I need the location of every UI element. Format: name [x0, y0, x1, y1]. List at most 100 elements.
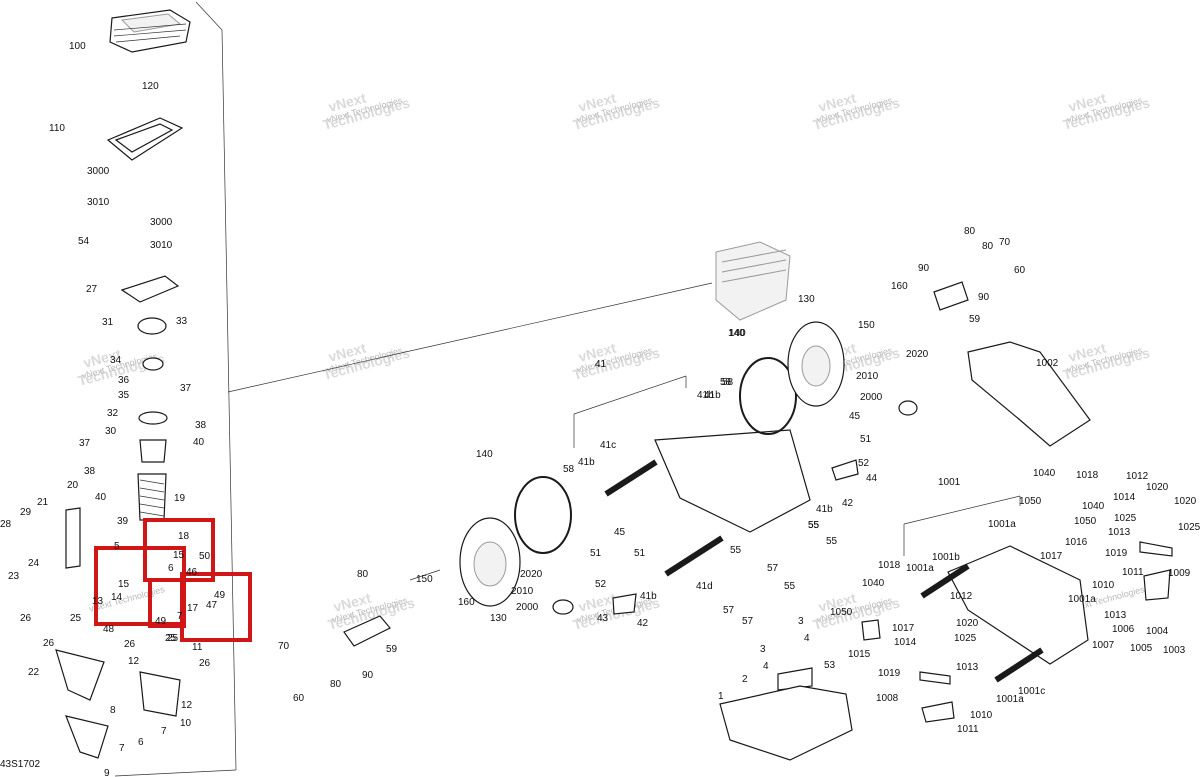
part-label: 38: [195, 420, 207, 431]
part-label: 3000: [87, 166, 110, 177]
watermark: vNext Technologies vNext Technologies: [811, 89, 902, 132]
part-label: 1014: [1113, 492, 1136, 503]
part-frame-plate: [654, 429, 811, 533]
part-label: 28: [0, 519, 12, 530]
part-label: 80: [357, 569, 369, 580]
part-label: 1010: [1092, 580, 1115, 591]
part-label: 1012: [950, 591, 973, 602]
watermark: vNext Technologies vNext Technologies: [811, 589, 902, 632]
part-label: 1018: [878, 560, 901, 571]
watermark: vNext Technologies vNext Technologies: [571, 89, 662, 132]
part-label: 160: [458, 597, 475, 608]
part-label: 100: [69, 41, 86, 52]
part-label: 1015: [848, 649, 871, 660]
part-label: 40: [193, 437, 205, 448]
watermark: vNext Technologies vNext Technologies: [321, 339, 412, 382]
part-label: 42: [637, 618, 649, 629]
part-label: 4: [804, 633, 810, 644]
part-label: 10: [180, 718, 192, 729]
part-label: 42: [842, 498, 854, 509]
right-parts: [739, 281, 1173, 723]
part-label: 80: [964, 226, 976, 237]
part-label: 49: [155, 616, 167, 627]
part-label: 140: [728, 328, 745, 339]
part-label: 35: [118, 390, 130, 401]
part-label: 55: [784, 581, 796, 592]
part-label: 25: [167, 633, 179, 644]
part-label: 41c: [600, 440, 616, 451]
part-label: 46: [186, 567, 198, 578]
watermark: vNext Technologies vNext Technologies: [571, 339, 662, 382]
part-mount: [343, 615, 391, 647]
part-label: 38: [84, 466, 96, 477]
part-label: 3: [798, 616, 804, 627]
part-label: 51: [634, 548, 646, 559]
part-label: 41b: [697, 390, 714, 401]
part-label: 140: [476, 449, 493, 460]
part-label: 70: [999, 237, 1011, 248]
part-label: 70: [278, 641, 290, 652]
part-label: 24: [28, 558, 40, 569]
part-label: 41b: [704, 390, 721, 401]
part-label: 12: [128, 656, 140, 667]
part-label: 37: [180, 383, 192, 394]
part-cap: [552, 599, 574, 615]
part-label: 26: [199, 658, 211, 669]
part-label: 1014: [894, 637, 917, 648]
part-label: 23: [8, 571, 20, 582]
part-large-ring: [514, 476, 572, 554]
part-label: 1010: [970, 710, 993, 721]
part-label: 1019: [878, 668, 901, 679]
part-label: 14: [111, 592, 123, 603]
part-label: 22: [28, 667, 40, 678]
part-label: 49: [214, 590, 226, 601]
part-tunnel-cover: [967, 341, 1091, 447]
part-labels: 100 120 110 3000 3010 3000 3010 54 27 31…: [0, 41, 1200, 777]
part-boot: [55, 649, 105, 701]
part-cap-right: [898, 400, 918, 416]
part-label: 110: [49, 123, 65, 134]
part-label: 1017: [1040, 551, 1063, 562]
part-label: 45: [614, 527, 626, 538]
part-label: 26: [124, 639, 136, 650]
part-rear-frame: [947, 545, 1089, 665]
part-label: 1011: [1122, 567, 1144, 578]
part-label: 43: [597, 613, 609, 624]
part-label: 55: [730, 545, 742, 556]
part-label: 3010: [150, 240, 173, 251]
part-bracket-1009: [1143, 569, 1171, 601]
part-label: 52: [858, 458, 870, 469]
part-label: 3000: [150, 217, 173, 228]
part-label: 2010: [511, 586, 534, 597]
part-label: 1013: [1108, 527, 1131, 538]
part-label: 1018: [1076, 470, 1099, 481]
part-label: 1017: [892, 623, 915, 634]
part-shaft-41c: [604, 459, 658, 497]
part-label: 36: [118, 375, 130, 386]
part-label: 30: [105, 426, 117, 437]
part-label: 160: [891, 281, 908, 292]
part-label: 1002: [1036, 358, 1059, 369]
part-label: 54: [78, 236, 90, 247]
part-valve-cover: [109, 9, 191, 53]
part-bracket-1015: [861, 619, 881, 641]
part-label: 55: [808, 520, 820, 531]
part-label: 7: [177, 611, 183, 622]
part-label: 1003: [1163, 645, 1186, 656]
part-ring: [138, 411, 168, 425]
part-label: 1001a: [996, 694, 1024, 705]
part-label: 1025: [954, 633, 977, 644]
part-label: 51: [590, 548, 602, 559]
part-label: 55: [808, 520, 820, 531]
part-label: 1020: [956, 618, 979, 629]
part-label: 1013: [956, 662, 979, 673]
part-label: 1025: [1114, 513, 1137, 524]
part-label: 130: [490, 613, 507, 624]
highlight-box: [180, 572, 252, 642]
part-label: 27: [86, 284, 98, 295]
part-label: 1050: [1019, 496, 1042, 507]
left-column-parts: [55, 9, 191, 759]
part-plate-2: [777, 667, 813, 691]
part-label: 57: [742, 616, 754, 627]
